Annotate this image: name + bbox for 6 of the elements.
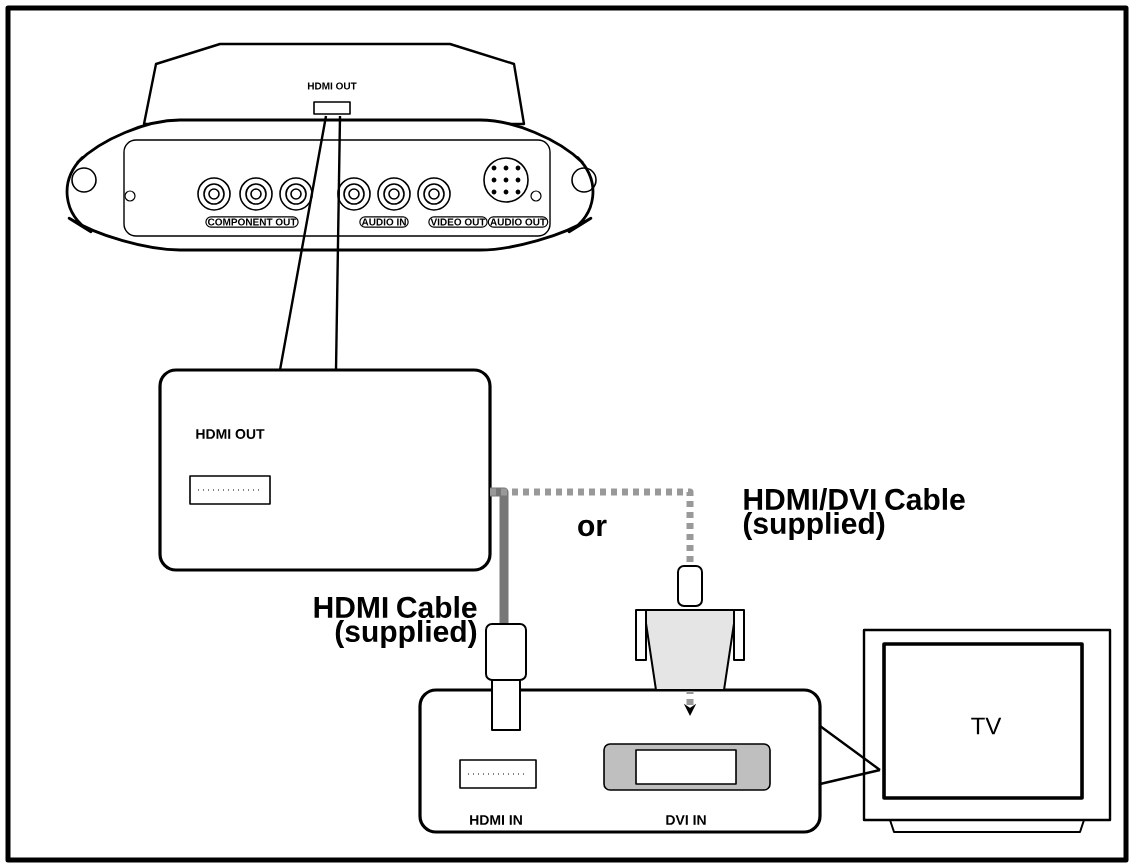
cable [490,487,509,624]
cable-label: HDMI Cable (supplied) [314,596,477,648]
cable-label: HDMI/DVI Cable (supplied) [743,488,965,540]
callout-line [818,724,882,786]
or-label: or [578,519,607,537]
tv-drawing: TV [862,628,1112,833]
